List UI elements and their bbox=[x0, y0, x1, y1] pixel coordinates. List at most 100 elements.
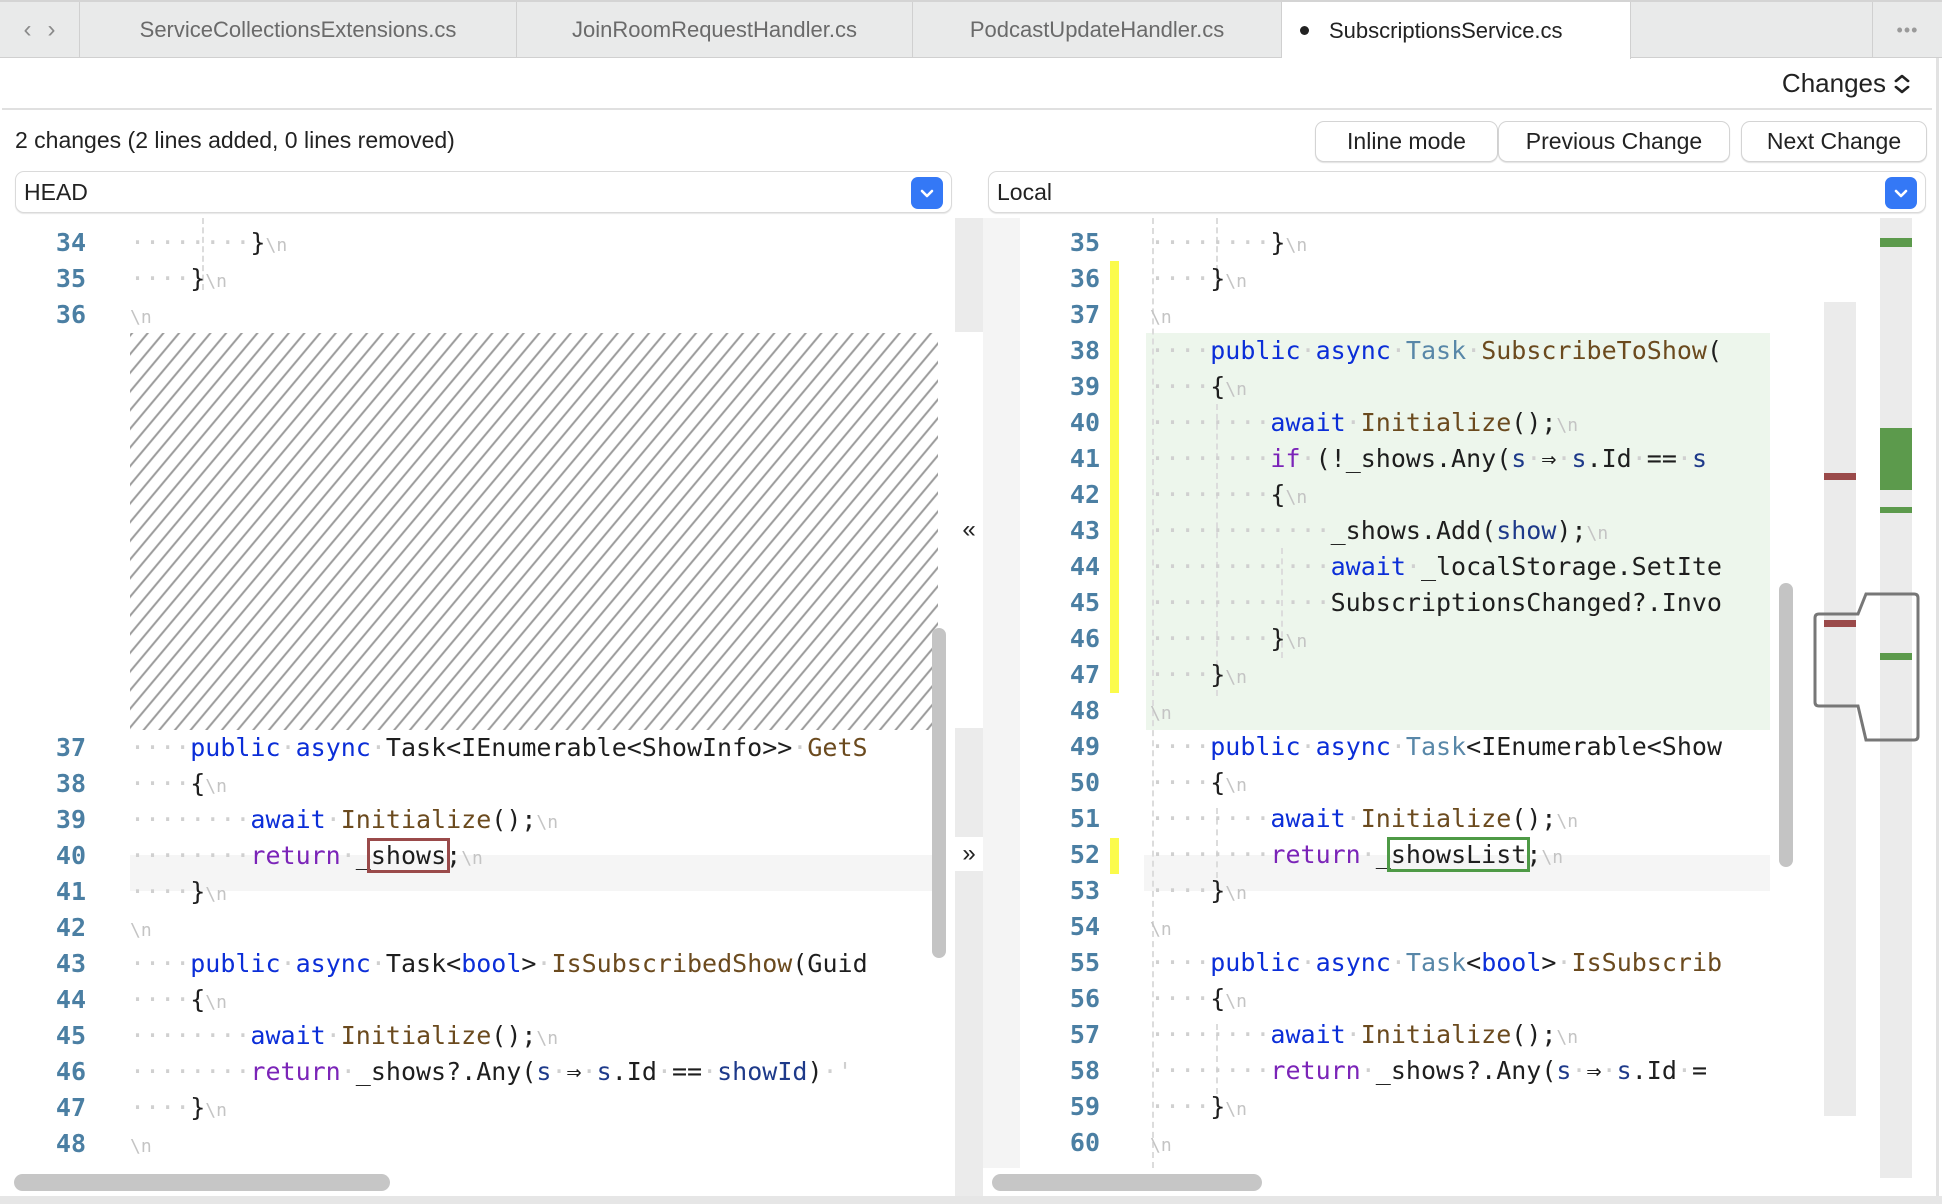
line-number: 48 bbox=[1069, 696, 1100, 725]
line-number: 39 bbox=[1069, 372, 1100, 401]
line-number: 41 bbox=[55, 877, 86, 906]
right-horizontal-scrollbar[interactable] bbox=[992, 1174, 1262, 1191]
line-number: 44 bbox=[1069, 552, 1100, 581]
code-line-added: ············await·_localStorage.SetIte bbox=[1150, 552, 1722, 581]
line-number: 54 bbox=[1069, 912, 1100, 941]
view-mode-row: Changes bbox=[2, 58, 1932, 110]
line-number: 37 bbox=[1069, 300, 1100, 329]
tab-join-room-request-handler[interactable]: JoinRoomRequestHandler.cs bbox=[517, 2, 913, 58]
code-line: \n bbox=[1150, 1135, 1172, 1156]
line-number: 41 bbox=[1069, 444, 1100, 473]
code-line: ········}\n bbox=[1150, 228, 1308, 257]
line-number: 50 bbox=[1069, 768, 1100, 797]
current-line-highlight bbox=[130, 855, 938, 891]
tab-label: ServiceCollectionsExtensions.cs bbox=[139, 17, 457, 42]
line-number: 47 bbox=[55, 1093, 86, 1122]
code-line: ····{\n bbox=[1150, 768, 1247, 797]
code-line: ····}\n bbox=[1150, 876, 1247, 905]
line-number: 48 bbox=[55, 1129, 86, 1158]
indent-guide bbox=[202, 218, 204, 290]
tab-subscriptions-service[interactable]: SubscriptionsService.cs bbox=[1282, 2, 1631, 59]
unsaved-dot-icon bbox=[1300, 26, 1309, 35]
left-code-pane[interactable]: 34 ········}\n 35 ····}\n 36 \n 37 ····p… bbox=[14, 218, 954, 1168]
code-line: ····}\n bbox=[130, 877, 227, 906]
changes-summary: 2 changes (2 lines added, 0 lines remove… bbox=[15, 127, 455, 153]
code-line: ········await·Initialize();\n bbox=[130, 805, 559, 834]
line-number: 47 bbox=[1069, 660, 1100, 689]
view-mode-select[interactable]: Changes bbox=[1782, 68, 1910, 99]
code-line-added: ····public·async·Task·SubscribeToShow( bbox=[1150, 336, 1723, 365]
line-number: 35 bbox=[1069, 228, 1100, 257]
line-number: 45 bbox=[1069, 588, 1100, 617]
line-number: 43 bbox=[1069, 516, 1100, 545]
line-number: 43 bbox=[55, 949, 86, 978]
code-line: \n bbox=[1150, 307, 1172, 328]
code-line: ····public·async·Task<bool>·IsSubscrib bbox=[1150, 948, 1723, 977]
line-number: 53 bbox=[1069, 876, 1100, 905]
line-number: 40 bbox=[55, 841, 86, 870]
left-horizontal-scrollbar[interactable] bbox=[14, 1174, 390, 1191]
added-lines-highlight bbox=[1146, 333, 1770, 730]
overview-viewport-indicator[interactable] bbox=[1810, 590, 1930, 890]
indent-guide bbox=[1216, 218, 1218, 290]
code-line: ····public·async·Task<IEnumerable<ShowIn… bbox=[130, 733, 868, 762]
current-line-highlight bbox=[1144, 855, 1770, 891]
code-line: ····{\n bbox=[1150, 984, 1247, 1013]
line-number: 51 bbox=[1069, 804, 1100, 833]
modified-lines-bar bbox=[1110, 261, 1119, 693]
next-change-button[interactable]: Next Change bbox=[1741, 121, 1927, 162]
up-down-chevron-icon bbox=[1892, 72, 1911, 96]
indent-guide bbox=[1216, 808, 1218, 878]
line-number: 57 bbox=[1069, 1020, 1100, 1049]
code-line: ····}\n bbox=[130, 264, 227, 293]
code-line-added: ········{\n bbox=[1150, 480, 1308, 509]
code-line: ········return·_shows?.Any(s·⇒·s.Id·==·s… bbox=[130, 1057, 853, 1086]
right-version-select[interactable]: Local bbox=[988, 171, 1926, 213]
window-bottom-border bbox=[0, 1196, 1942, 1204]
code-line: ····public·async·Task<bool>·IsSubscribed… bbox=[130, 949, 868, 978]
overview-left-track[interactable] bbox=[1824, 302, 1856, 1116]
left-vertical-scrollbar[interactable] bbox=[932, 628, 946, 958]
ellipsis-icon: ••• bbox=[1896, 19, 1919, 40]
code-line: ········await·Initialize();\n bbox=[1150, 1020, 1579, 1049]
overview-right-track[interactable] bbox=[1880, 218, 1912, 1178]
line-number: 35 bbox=[55, 264, 86, 293]
right-code-pane[interactable]: 35 ········}\n 36 ····}\n 37 \n 38 ····p… bbox=[1020, 218, 1770, 1168]
double-chevron-right-icon: » bbox=[962, 840, 976, 867]
line-number: 42 bbox=[1069, 480, 1100, 509]
line-number: 59 bbox=[1069, 1092, 1100, 1121]
overview-added-marker bbox=[1880, 653, 1912, 660]
code-line-changed: ········return·_shows;\n bbox=[130, 838, 483, 874]
indent-guide bbox=[1281, 548, 1283, 658]
line-number: 36 bbox=[55, 300, 86, 329]
tab-service-collections-extensions[interactable]: ServiceCollectionsExtensions.cs bbox=[80, 2, 517, 58]
code-line: ····}\n bbox=[1150, 1092, 1247, 1121]
overview-removed-marker bbox=[1824, 620, 1856, 627]
line-number: 58 bbox=[1069, 1056, 1100, 1085]
forward-chevron-icon[interactable]: › bbox=[47, 16, 56, 43]
left-version-select[interactable]: HEAD bbox=[15, 171, 952, 213]
tab-label: SubscriptionsService.cs bbox=[1329, 17, 1563, 43]
more-tabs-button[interactable]: ••• bbox=[1872, 2, 1942, 58]
code-line-added: ····}\n bbox=[1150, 660, 1247, 689]
code-line-added: ········}\n bbox=[1150, 624, 1308, 653]
code-line: \n bbox=[130, 307, 152, 328]
code-line: ····public·async·Task<IEnumerable<Show bbox=[1150, 732, 1723, 761]
overview-added-marker bbox=[1880, 507, 1912, 513]
line-number: 56 bbox=[1069, 984, 1100, 1013]
double-chevron-left-icon: « bbox=[962, 516, 976, 543]
merge-gutter-inner bbox=[983, 218, 1020, 1168]
line-number: 46 bbox=[1069, 624, 1100, 653]
tab-podcast-update-handler[interactable]: PodcastUpdateHandler.cs bbox=[913, 2, 1282, 58]
right-vertical-scrollbar[interactable] bbox=[1779, 583, 1793, 867]
inline-mode-button[interactable]: Inline mode bbox=[1315, 121, 1498, 162]
code-line-added: ····{\n bbox=[1150, 372, 1247, 401]
chevron-down-icon bbox=[911, 177, 943, 209]
code-line: ····{\n bbox=[130, 769, 227, 798]
code-line: ····}\n bbox=[1150, 264, 1247, 293]
line-number: 55 bbox=[1069, 948, 1100, 977]
copy-to-left-button[interactable]: « bbox=[955, 332, 983, 728]
back-chevron-icon[interactable]: ‹ bbox=[23, 16, 32, 43]
previous-change-button[interactable]: Previous Change bbox=[1498, 121, 1730, 162]
copy-to-right-button[interactable]: » bbox=[955, 837, 983, 871]
